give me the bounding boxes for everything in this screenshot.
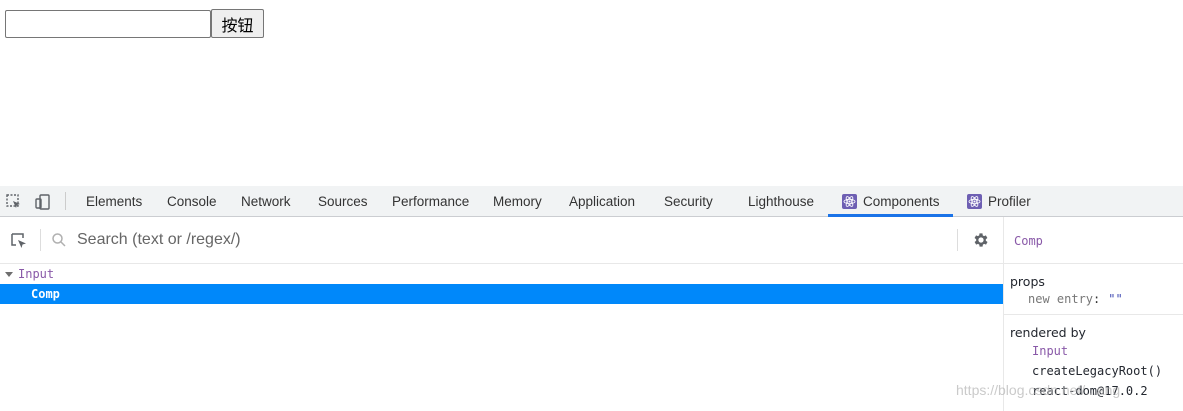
rendered-by-owner-link[interactable]: Input: [1032, 344, 1069, 358]
component-tree: Input Comp: [0, 265, 1003, 304]
tab-components[interactable]: Components: [828, 186, 953, 217]
tab-memory[interactable]: Memory: [493, 186, 542, 217]
tab-console[interactable]: Console: [167, 186, 217, 217]
devtools-tabbar: Elements Console Network Sources Perform…: [0, 186, 1183, 217]
searchbar-divider: [40, 229, 41, 251]
tab-label: Profiler: [988, 194, 1031, 209]
inspect-element-icon[interactable]: [4, 192, 24, 212]
expand-caret-icon[interactable]: [5, 271, 13, 277]
tree-node-comp[interactable]: Comp: [0, 284, 1003, 304]
tabbar-divider: [65, 192, 66, 210]
tab-label: Lighthouse: [748, 194, 815, 209]
tab-profiler[interactable]: Profiler: [967, 186, 1031, 217]
tab-label: Components: [863, 194, 940, 209]
tab-label: Memory: [493, 194, 542, 209]
prop-value[interactable]: "": [1108, 292, 1123, 306]
rendered-by-renderer: react-dom@17.0.2: [1032, 384, 1148, 398]
tab-lighthouse[interactable]: Lighthouse: [748, 186, 814, 217]
react-icon: [967, 194, 982, 209]
tab-network[interactable]: Network: [241, 186, 291, 217]
inspector-header: Comp: [1004, 217, 1183, 264]
tab-security[interactable]: Security: [664, 186, 713, 217]
search-icon: [51, 232, 67, 248]
rendered-by-section: rendered by Input createLegacyRoot() rea…: [1004, 316, 1183, 411]
tree-node-label: Input: [18, 267, 55, 281]
rendered-by-root: createLegacyRoot(): [1032, 364, 1163, 378]
component-search-bar: [0, 217, 1003, 264]
select-element-icon[interactable]: [9, 231, 29, 251]
tab-sources[interactable]: Sources: [318, 186, 368, 217]
components-tree-pane: Input Comp: [0, 217, 1003, 411]
props-label: props: [1010, 274, 1045, 289]
tab-label: Security: [664, 194, 713, 209]
tab-elements[interactable]: Elements: [86, 186, 142, 217]
tab-performance[interactable]: Performance: [392, 186, 469, 217]
tree-node-label: Comp: [31, 287, 60, 301]
tab-application[interactable]: Application: [569, 186, 635, 217]
device-toolbar-icon[interactable]: [33, 192, 53, 212]
tab-label: Network: [241, 194, 291, 209]
tree-node-input[interactable]: Input: [0, 264, 1003, 284]
new-prop-entry[interactable]: new entry: "": [1028, 292, 1123, 306]
props-section: props new entry: "": [1004, 265, 1183, 315]
page-button[interactable]: 按钮: [211, 9, 264, 38]
prop-colon: :: [1093, 292, 1101, 306]
prop-key[interactable]: new entry: [1028, 292, 1094, 306]
tab-label: Elements: [86, 194, 143, 209]
tab-label: Application: [569, 194, 636, 209]
component-inspector-pane: Comp props new entry: "" rendered by Inpu…: [1003, 217, 1183, 411]
tab-label: Performance: [392, 194, 470, 209]
page-viewport: 按钮: [0, 0, 1183, 186]
gear-icon[interactable]: [972, 231, 990, 249]
page-text-input[interactable]: [5, 10, 211, 38]
tab-label: Sources: [318, 194, 368, 209]
devtools-panel: Elements Console Network Sources Perform…: [0, 186, 1183, 411]
inspected-component-name: Comp: [1014, 234, 1043, 248]
searchbar-divider: [957, 229, 958, 251]
react-icon: [842, 194, 857, 209]
rendered-by-label: rendered by: [1010, 325, 1086, 340]
tab-label: Console: [167, 194, 217, 209]
component-search-input[interactable]: [77, 227, 937, 253]
